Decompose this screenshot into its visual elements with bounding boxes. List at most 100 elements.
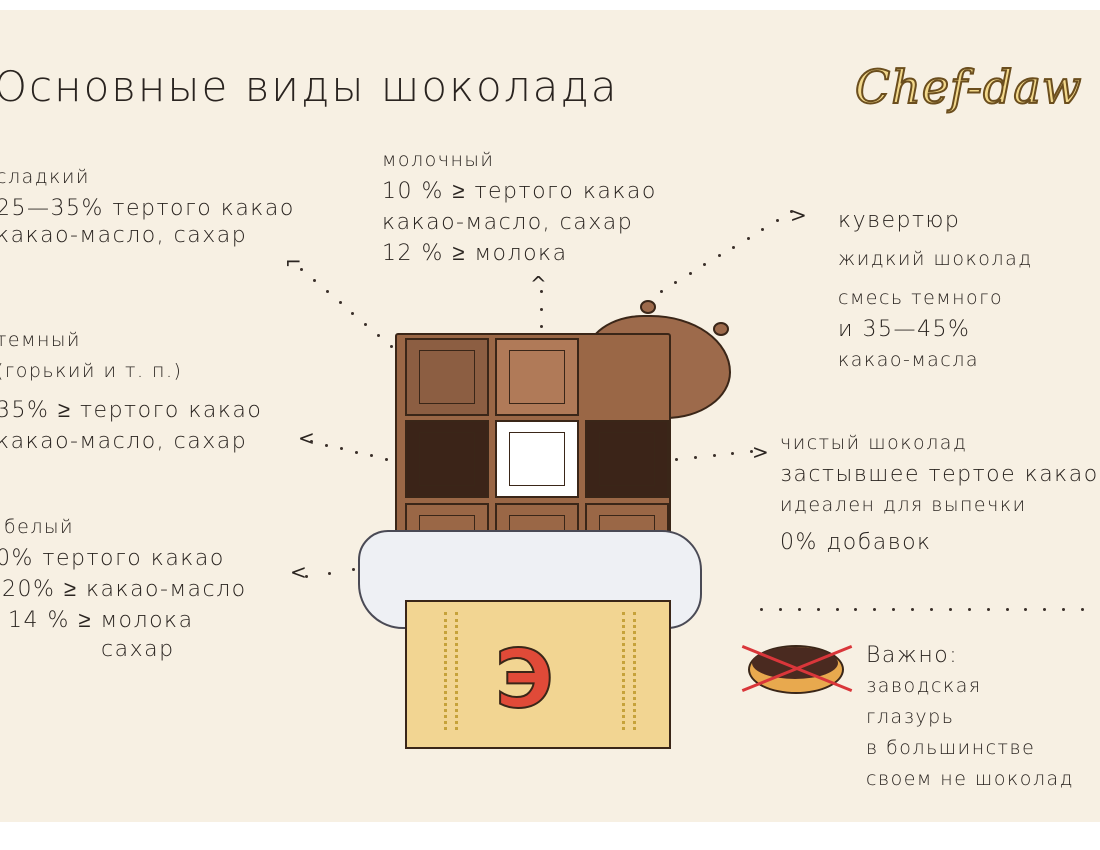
leader-dot [778, 608, 782, 611]
leader-dot [967, 608, 971, 611]
sweet-chocolate-block: сладкий 25—35% тертого какао какао-масло… [0, 162, 295, 251]
leader-dot [325, 443, 328, 447]
leader-dot [760, 608, 763, 611]
milk-line: 10 % ≥ тертого какао [382, 179, 657, 204]
note-line: своем не шоколад [866, 768, 1075, 790]
leader-dot [732, 245, 736, 249]
leader-dot [948, 608, 952, 611]
sweet-line: 25—35% тертого какао [0, 196, 295, 221]
leader-dot [364, 323, 368, 326]
white-line: 14 % ≥ молока [8, 608, 194, 633]
leader-dot [892, 608, 896, 611]
leader-dot [355, 450, 358, 454]
leader-dot [854, 608, 858, 611]
leader-dot [746, 236, 750, 240]
leader-dot [370, 454, 373, 458]
page-title: Основные виды шоколада [0, 62, 619, 111]
leader-dot [310, 440, 313, 443]
couverture-line: и 35—45% [838, 317, 971, 342]
leader-dot [688, 272, 692, 276]
leader-dot [338, 301, 342, 304]
couverture-line: смесь темного [838, 287, 1004, 309]
wrapper-ornament [444, 612, 458, 730]
sweet-line: какао-масло, сахар [0, 223, 248, 248]
crossed-out-donut-icon [741, 645, 853, 694]
square-bevel [419, 350, 475, 404]
leader-dot [540, 307, 543, 311]
leader-dot [351, 568, 355, 572]
arrow-to-dark-icon: < [298, 426, 315, 450]
leader-dot [693, 456, 697, 459]
couverture-line: жидкий шоколад [838, 248, 1033, 270]
milk-name: молочный [382, 149, 495, 171]
donut-icing [752, 647, 838, 679]
white-chocolate-block: белый 0% тертого какао 20% ≥ какао-масло… [0, 512, 247, 665]
leader-dot [674, 281, 678, 285]
note-line: заводская [866, 675, 982, 697]
white-name: белый [4, 516, 75, 538]
leader-dot [775, 218, 779, 222]
dark-chocolate-block: темный (горький и т. п.) 35% ≥ тертого к… [0, 325, 262, 457]
leader-dot [731, 452, 735, 455]
leader-dot [712, 454, 716, 457]
note-heading: Важно: [866, 643, 959, 668]
leader-dot [1043, 608, 1047, 611]
white-line: сахар [101, 637, 175, 662]
leader-dot [835, 608, 839, 611]
pure-line: 0% добавок [780, 530, 932, 555]
paper-wrapper [405, 600, 671, 749]
leader-dot [816, 608, 820, 611]
white-line: 20% ≥ какао-масло [2, 577, 247, 602]
chocolate-square [495, 420, 579, 498]
leader-dot [911, 608, 915, 611]
leader-dot [390, 345, 393, 348]
leader-dot [873, 608, 877, 611]
leader-dot [660, 290, 663, 293]
leader-dot [1081, 608, 1085, 611]
couverture-block: кувертюр жидкий шоколад смесь темного и … [838, 205, 1033, 376]
leader-dot [377, 334, 381, 337]
leader-dot [312, 279, 316, 282]
leader-dot [1062, 608, 1066, 611]
leader-dot [328, 571, 332, 575]
leader-dot [750, 450, 753, 453]
sweet-name: сладкий [0, 166, 90, 188]
leader-dot [675, 458, 678, 461]
leader-dot [300, 268, 303, 271]
dark-line: какао-масло, сахар [0, 429, 248, 454]
leader-dot [717, 254, 721, 258]
chocolate-square [405, 338, 489, 416]
milk-line: какао-масло, сахар [382, 210, 634, 235]
leader-dot [761, 227, 765, 231]
note-line: в большинстве [866, 737, 1036, 759]
leader-dot [797, 608, 801, 611]
leader-dot [385, 458, 388, 461]
square-bevel [509, 432, 565, 486]
dark-name: темный [0, 329, 81, 351]
chocolate-square [585, 420, 669, 498]
crumb-icon [713, 322, 729, 336]
important-note-block: Важно: заводская глазурь в большинстве с… [866, 640, 1074, 795]
leader-dot [540, 290, 543, 293]
leader-dot [790, 210, 793, 213]
couverture-name: кувертюр [838, 208, 961, 233]
leader-dot [305, 575, 308, 578]
milk-chocolate-block: молочный 10 % ≥ тертого какао какао-масл… [382, 145, 657, 269]
leader-dot [703, 263, 707, 267]
arrow-to-pure-icon: > [752, 440, 769, 464]
white-line: 0% тертого какао [0, 546, 225, 571]
arrow-to-milk-icon: ^ [530, 272, 547, 296]
square-bevel [419, 432, 475, 486]
note-line: глазурь [866, 706, 955, 728]
square-bevel [599, 432, 655, 486]
pure-name: чистый шоколад [780, 432, 968, 454]
arrow-to-white-icon: < [290, 560, 307, 584]
leader-dot [930, 608, 933, 611]
chef-daw-logo: Chef-daw [854, 59, 1083, 115]
leader-dot [1024, 608, 1028, 611]
couverture-line: какао-масла [838, 349, 980, 371]
chocolate-square [495, 338, 579, 416]
pure-line: застывшее тертое какао [780, 462, 1099, 487]
milk-line: 12 % ≥ молока [382, 241, 568, 266]
arrow-to-couverture-icon: > [790, 203, 807, 227]
